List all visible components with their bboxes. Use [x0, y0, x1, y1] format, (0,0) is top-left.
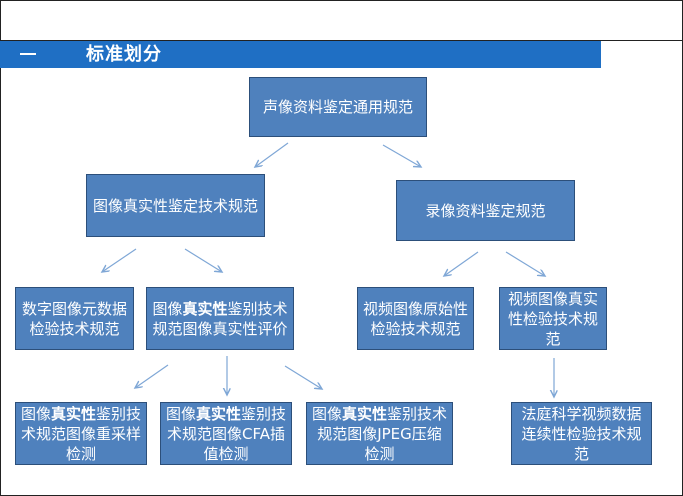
- header-band: [0, 41, 601, 68]
- node-jpeg: 图像真实性鉴别技术规范图像JPEG压缩检测: [306, 402, 453, 465]
- resample-bold: 真实性: [50, 404, 96, 423]
- jpeg-bold: 真实性: [341, 404, 387, 423]
- eval-prefix: 图像: [152, 299, 183, 318]
- node-image-authenticity: 图像真实性鉴定技术规范: [86, 174, 265, 237]
- resample-prefix: 图像: [20, 404, 51, 423]
- cfa-prefix: 图像: [165, 404, 196, 423]
- arrow-root-right: [382, 144, 421, 167]
- node-cfa: 图像真实性鉴别技术规范图像CFA插值检测: [160, 402, 292, 465]
- cfa-suffix: 鉴别技术规范图像CFA插值检测: [167, 404, 287, 463]
- eval-suffix: 鉴别技术规范图像真实性评价: [152, 299, 288, 338]
- arrow-image-right: [184, 248, 222, 272]
- arrow-eval-left: [135, 364, 169, 388]
- arrow-root-left: [255, 142, 289, 167]
- page-title: 标准划分: [86, 44, 162, 65]
- header-dash: [20, 53, 36, 55]
- jpeg-suffix: 鉴别技术规范图像JPEG压缩检测: [317, 404, 448, 463]
- node-root: 声像资料鉴定通用规范: [249, 77, 427, 137]
- eval-bold: 真实性: [182, 299, 228, 318]
- cfa-bold: 真实性: [195, 404, 241, 423]
- arrow-recording-left: [444, 251, 479, 276]
- node-image-authenticity-eval: 图像真实性鉴别技术规范图像真实性评价: [146, 287, 294, 350]
- node-video-authenticity: 视频图像真实性检验技术规范: [499, 287, 607, 350]
- top-rule: [0, 40, 683, 41]
- node-forensic-video: 法庭科学视频数据连续性检验技术规范: [511, 402, 652, 465]
- node-resample: 图像真实性鉴别技术规范图像重采样检测: [15, 402, 147, 465]
- node-digital-image-verify: 数字图像元数据检验技术规范: [15, 287, 134, 350]
- arrow-image-left: [102, 248, 137, 272]
- resample-suffix: 鉴别技术规范图像重采样检测: [20, 404, 142, 463]
- node-recording: 录像资料鉴定规范: [396, 180, 575, 241]
- jpeg-prefix: 图像: [311, 404, 342, 423]
- arrow-eval-right: [284, 365, 322, 389]
- node-video-original: 视频图像原始性检验技术规范: [357, 287, 474, 350]
- arrow-recording-right: [505, 251, 545, 276]
